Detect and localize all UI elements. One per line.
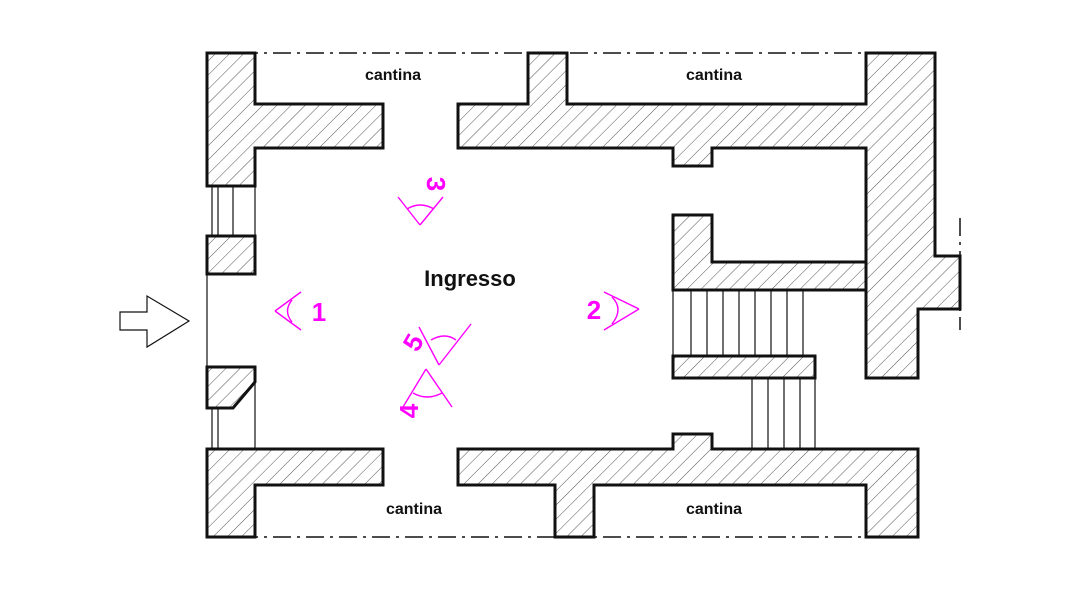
viewpoint-number-3: 3 xyxy=(421,177,451,191)
wall-bottom-left xyxy=(205,447,385,539)
viewpoint-4: 4 xyxy=(394,368,453,418)
viewpoint-5: 5 xyxy=(397,323,472,366)
staircase-upper xyxy=(672,289,804,357)
walls xyxy=(205,51,962,539)
cellar-label-top-right: cantina xyxy=(686,67,742,84)
window-upper xyxy=(207,185,256,236)
staircase-lower xyxy=(751,377,816,450)
cellar-label-bottom-right: cantina xyxy=(686,501,742,518)
viewpoint-number-1: 1 xyxy=(312,297,326,327)
camera-viewpoint-icon xyxy=(418,323,472,366)
viewpoint-2: 2 xyxy=(587,291,640,331)
viewpoint-3: 3 xyxy=(397,177,451,226)
cellar-label-top-left: cantina xyxy=(365,67,421,84)
wall-top-left xyxy=(205,51,385,188)
camera-viewpoint-icon xyxy=(402,368,453,408)
camera-viewpoint-icon xyxy=(274,291,302,331)
viewpoint-number-4: 4 xyxy=(394,403,424,418)
cellar-label-bottom-left: cantina xyxy=(386,501,442,518)
stair-landing xyxy=(671,354,817,380)
viewpoint-1: 1 xyxy=(274,291,326,331)
wall-top-right xyxy=(456,51,962,380)
wall-left-jamb-lower xyxy=(205,365,257,410)
viewpoint-number-5: 5 xyxy=(397,329,430,357)
camera-viewpoint-icon xyxy=(603,291,640,331)
window-lower xyxy=(211,382,256,449)
viewpoint-number-2: 2 xyxy=(587,295,601,325)
entrance-arrow-icon xyxy=(119,294,191,349)
room-label-ingresso: Ingresso xyxy=(424,266,516,291)
wall-left-jamb-upper xyxy=(205,234,257,276)
wall-bottom-right xyxy=(456,432,920,539)
camera-viewpoint-icon xyxy=(397,196,444,226)
